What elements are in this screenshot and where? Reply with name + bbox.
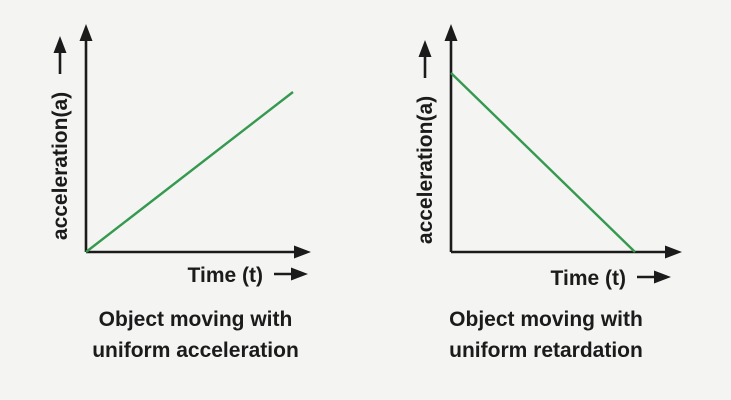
uniform-acceleration-line xyxy=(85,91,294,253)
caption-line-2: uniform acceleration xyxy=(92,339,299,362)
caption-line-2: uniform retardation xyxy=(449,339,643,362)
x-label-right-arrow-head-icon xyxy=(654,270,671,284)
y-axis-label: acceleration(a) xyxy=(49,92,72,240)
y-label-up-arrow-head-icon xyxy=(418,40,432,57)
y-label-up-arrow-head-icon xyxy=(53,36,67,53)
caption-line-1: Object moving with xyxy=(449,308,643,331)
x-label-right-arrow-head-icon xyxy=(291,267,308,281)
y-axis-arrow-icon xyxy=(444,24,458,41)
uniform-retardation-line xyxy=(450,72,636,253)
y-axis-arrow-icon xyxy=(79,24,93,41)
uniform-retardation-graph: acceleration(a) Time (t) xyxy=(414,24,682,290)
uniform-retardation-panel: acceleration(a) Time (t) Object moving w… xyxy=(365,0,731,400)
x-axis-label: Time (t) xyxy=(188,264,263,287)
uniform-acceleration-caption: Object moving with uniform acceleration xyxy=(13,304,378,366)
uniform-retardation-caption: Object moving with uniform retardation xyxy=(363,304,729,366)
uniform-acceleration-panel: acceleration(a) Time (t) Object moving w… xyxy=(0,0,365,400)
x-axis-label: Time (t) xyxy=(551,267,626,290)
uniform-acceleration-graph: acceleration(a) Time (t) xyxy=(49,24,311,287)
caption-line-1: Object moving with xyxy=(98,308,293,331)
x-axis-arrow-icon xyxy=(294,245,311,259)
x-axis-arrow-icon xyxy=(665,245,682,259)
y-axis-label: acceleration(a) xyxy=(414,96,437,244)
